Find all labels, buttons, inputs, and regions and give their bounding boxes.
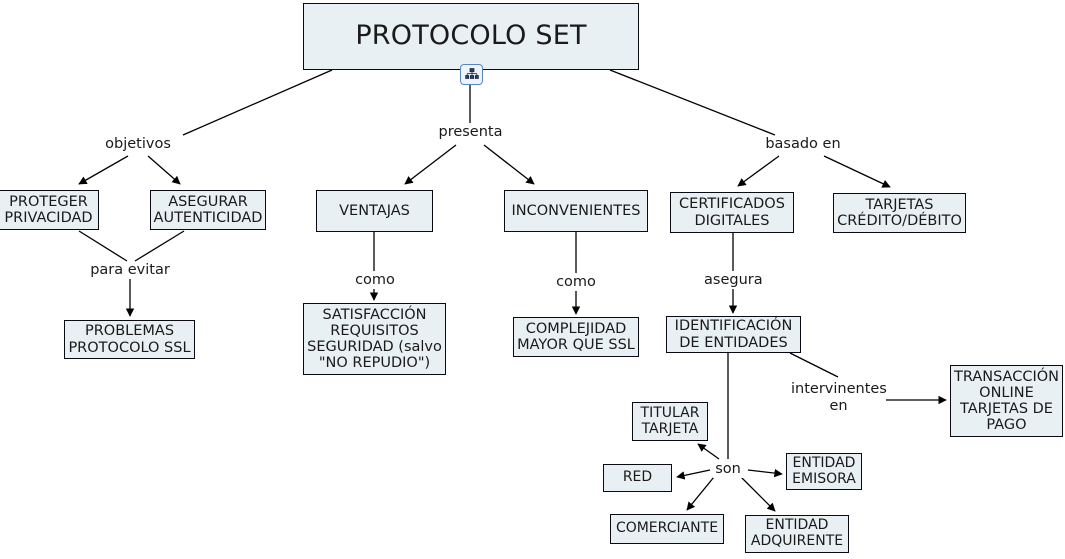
node-adquirente[interactable]: ENTIDAD ADQUIRENTE	[745, 515, 849, 553]
edge-presenta-inconvenientes	[483, 144, 535, 185]
node-complejidad[interactable]: COMPLEJIDAD MAYOR QUE SSL	[513, 317, 639, 357]
edge-root-basadoen	[609, 69, 776, 136]
link-label-basado-en: basado en	[765, 136, 841, 153]
link-label-como-inconv: como	[554, 274, 598, 291]
link-label-son: son	[713, 461, 743, 478]
node-inconvenientes[interactable]: INCONVENIENTES	[504, 190, 648, 232]
link-label-como-ventajas: como	[353, 272, 397, 289]
node-comerciante[interactable]: COMERCIANTE	[610, 514, 724, 544]
edge-ident-intervinentes	[789, 352, 839, 378]
edge-basadoen-tarjetas	[823, 155, 891, 188]
node-root[interactable]: PROTOCOLO SET	[303, 3, 639, 70]
link-label-objetivos: objetivos	[100, 136, 176, 153]
edge-root-objetivos	[182, 69, 333, 136]
edge-son-emisora	[747, 468, 783, 478]
node-certificados[interactable]: CERTIFICADOS DIGITALES	[670, 192, 794, 233]
node-red[interactable]: RED	[603, 464, 672, 492]
edge-proteger-paraevitar	[78, 230, 128, 262]
concept-map-icon[interactable]	[460, 64, 483, 85]
node-asegurar[interactable]: ASEGURAR AUTENTICIDAD	[150, 190, 266, 230]
edge-objetivos-proteger	[78, 155, 129, 185]
edge-asegurar-paraevitar	[134, 230, 185, 262]
hierarchy-tree-icon	[464, 68, 479, 79]
link-label-para-evitar: para evitar	[84, 262, 176, 279]
node-satisfaccion[interactable]: SATISFACCIÓN REQUISITOS SEGURIDAD (salvo…	[303, 303, 446, 375]
node-emisora[interactable]: ENTIDAD EMISORA	[786, 453, 862, 490]
node-proteger[interactable]: PROTEGER PRIVACIDAD	[0, 190, 99, 230]
edge-objetivos-asegurar	[147, 155, 181, 185]
node-problemas[interactable]: PROBLEMAS PROTOCOLO SSL	[64, 320, 195, 359]
node-identificacion[interactable]: IDENTIFICACIÓN DE ENTIDADES	[666, 316, 801, 353]
link-label-asegura: asegura	[704, 272, 763, 289]
edge-son-comerciante	[686, 476, 715, 511]
edge-son-red	[676, 469, 711, 480]
node-tarjetas[interactable]: TARJETAS CRÉDITO/DÉBITO	[833, 193, 966, 233]
link-label-intervinentes: intervinentes en	[791, 381, 887, 415]
edge-son-titular	[697, 443, 720, 460]
edge-son-adquirente	[740, 476, 776, 512]
edge-presenta-ventajas	[404, 144, 457, 185]
node-transaccion[interactable]: TRANSACCIÓN ONLINE TARJETAS DE PAGO	[950, 365, 1063, 437]
node-ventajas[interactable]: VENTAJAS	[316, 190, 433, 232]
link-label-presenta: presenta	[437, 124, 504, 141]
edge-basadoen-certificados	[737, 155, 780, 187]
node-titular[interactable]: TITULAR TARJETA	[632, 402, 708, 441]
